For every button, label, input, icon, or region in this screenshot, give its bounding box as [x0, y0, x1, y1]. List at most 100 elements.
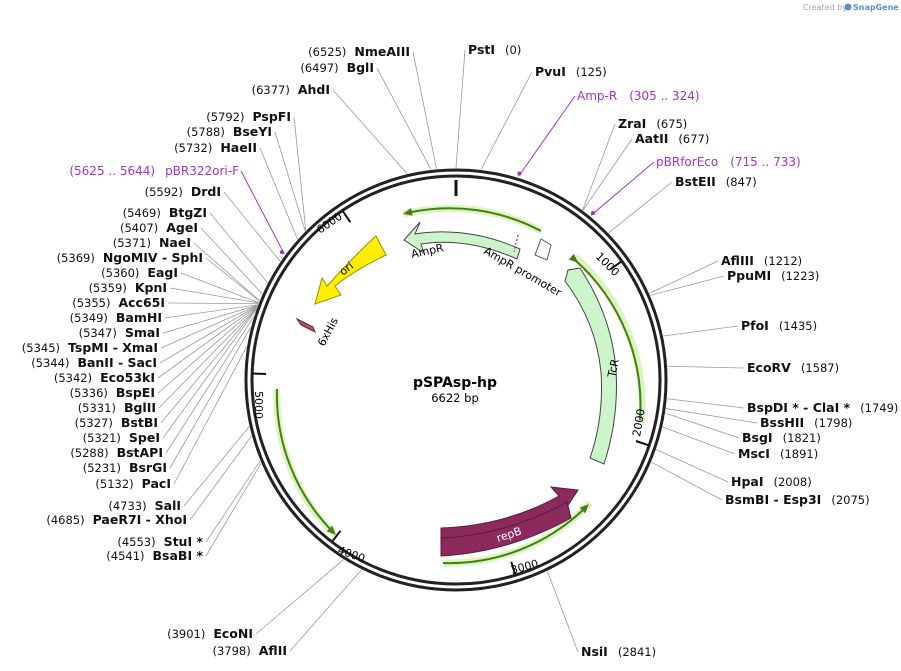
site-leader-line [223, 191, 281, 262]
site-leader-line [169, 327, 251, 469]
site-name: NmeAIII [354, 44, 410, 59]
site-label: HpaI(2008) [731, 474, 812, 489]
site-label: StuI * (4553) [117, 534, 203, 549]
site-leader-line [183, 426, 250, 507]
site-label: NsiI(2841) [581, 644, 656, 659]
site-label: EagI(5360) [101, 265, 178, 280]
site-position: (5592) [145, 185, 183, 199]
site-position: (4685) [46, 513, 84, 527]
site-leader-line [650, 275, 725, 296]
primer-binding-mark [279, 250, 284, 255]
site-name: BstBI [121, 415, 158, 430]
site-name: BglI [347, 60, 374, 75]
site-name: BssHII [760, 415, 804, 430]
primer-range: (305 .. 324) [629, 89, 699, 103]
site-name: StuI * [164, 534, 204, 549]
plasmid-size: 6622 bp [431, 391, 479, 405]
site-label: BamHI(5349) [70, 310, 162, 325]
site-position: (6497) [300, 61, 338, 75]
site-position: (4733) [108, 499, 146, 513]
site-name: SmaI [125, 325, 160, 340]
site-position: (1891) [780, 447, 818, 461]
site-label: BsaBI *(4541) [106, 548, 203, 563]
site-leader-line [169, 287, 259, 304]
site-leader-line [209, 212, 268, 283]
site-name: BstEII [675, 174, 716, 189]
site-name: TspMI - XmaI [68, 340, 158, 355]
site-position: (5344) [31, 356, 69, 370]
site-name: BspDI * - ClaI * [747, 400, 851, 415]
site-leader-line [332, 89, 408, 174]
site-label: BssHII (1798) [760, 415, 852, 430]
site-leader-line [376, 67, 432, 170]
site-label: PspFI(5792) [206, 109, 291, 124]
site-position: (4553) [117, 535, 155, 549]
site-name: BstAPI [117, 445, 163, 460]
site-leader-line [412, 51, 437, 169]
site-name: BsrGI [129, 460, 167, 475]
primer-labels: Amp-R(305 .. 324)pBRforEco(715 .. 733)pB… [69, 89, 801, 255]
site-name: BspEI [116, 385, 155, 400]
site-name: BtgZI [169, 205, 207, 220]
site-leader-line [180, 272, 259, 304]
site-leader-line [159, 305, 258, 364]
site-position: (3798) [213, 644, 251, 658]
feature-label-6xhis: 6xHis [315, 315, 341, 348]
feature-ori: ori [314, 235, 387, 305]
site-position: (1587) [801, 361, 839, 375]
site-leader-line [651, 461, 723, 501]
site-position: (1435) [779, 319, 817, 333]
site-name: BglII [124, 400, 156, 415]
plasmid-name: pSPAsp-hp [413, 375, 497, 391]
site-leader-line [667, 365, 745, 369]
site-name: BsgI [742, 430, 773, 445]
site-name: PstI [468, 42, 495, 57]
site-position: (2075) [831, 493, 869, 507]
site-position: (1798) [814, 416, 852, 430]
site-leader-lines [157, 49, 758, 653]
site-label: EcoRV(1587) [747, 360, 839, 375]
site-position: (5732) [174, 141, 212, 155]
site-name: BseYI [233, 124, 272, 139]
feature-6xhis: 6xHis [295, 315, 341, 348]
site-leader-line [160, 308, 257, 424]
site-leader-line [455, 49, 466, 169]
ring-tick-label: 5000 [252, 391, 265, 419]
site-label: BsgI(1821) [742, 430, 821, 445]
site-position: (5788) [187, 125, 225, 139]
site-leader-line [173, 346, 247, 485]
primer-binding-mark [517, 171, 522, 176]
backbone-outer-ring [244, 168, 668, 592]
ring-tick-mark [510, 561, 517, 576]
site-label: BstBI(5327) [75, 415, 158, 430]
site-name: BsmBI - Esp3I [725, 492, 821, 507]
site-label: BstEII(847) [675, 174, 757, 189]
site-position: (5371) [113, 236, 151, 250]
site-label: AgeI(5407) [120, 220, 198, 235]
site-label: PacI(5132) [95, 476, 171, 491]
site-name: MscI [738, 446, 770, 461]
site-label: AhdI(6377) [252, 82, 330, 97]
site-name: PspFI [252, 109, 291, 124]
site-position: (5359) [89, 281, 127, 295]
site-position: (5288) [70, 446, 108, 460]
site-name: Acc65I [118, 295, 165, 310]
site-position: (6525) [308, 45, 346, 59]
site-position: (5331) [78, 401, 116, 415]
site-leader-line [663, 325, 739, 337]
site-label: KpnI(5359) [89, 280, 167, 295]
site-position: (5336) [70, 386, 108, 400]
site-label: DrdI(5592) [145, 184, 221, 199]
primer-range: (715 .. 733) [730, 155, 800, 169]
site-label: BglII (5331) [78, 400, 156, 415]
site-leader-line [162, 309, 257, 439]
primer-label: pBR322ori-F(5625 .. 5644) [69, 164, 285, 255]
site-position: (1223) [781, 269, 819, 283]
site-name: HaeII [220, 140, 257, 155]
primer-leader-line [518, 95, 576, 177]
site-position: (5347) [79, 326, 117, 340]
orf-arc-tcr-line [568, 253, 642, 421]
site-label: HaeII (5732) [174, 140, 257, 155]
site-position: (5345) [22, 341, 60, 355]
